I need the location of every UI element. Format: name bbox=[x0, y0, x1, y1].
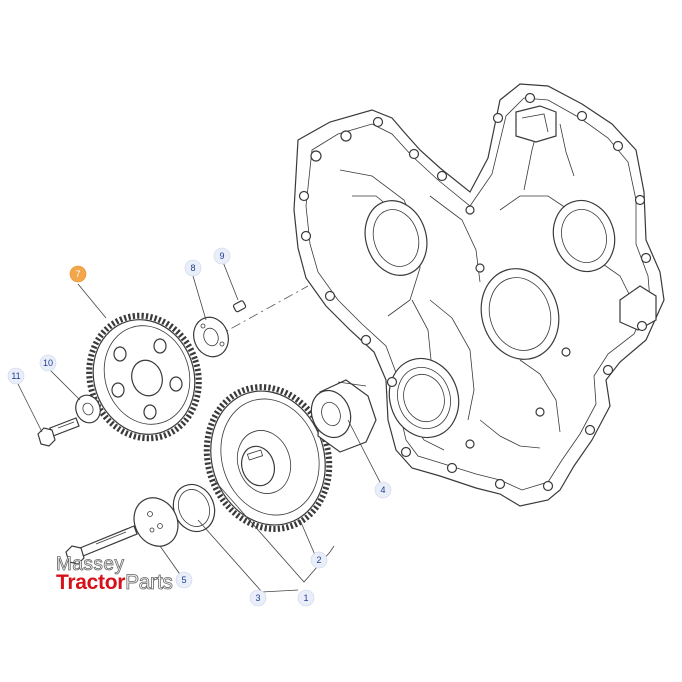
callout-label: 4 bbox=[380, 485, 385, 495]
retaining-ring bbox=[172, 483, 216, 533]
hex-bolt-upper bbox=[37, 417, 80, 447]
callout-10: 10 bbox=[39, 354, 57, 372]
washer bbox=[75, 394, 101, 424]
callout-label: 9 bbox=[219, 251, 224, 261]
callout-5: 5 bbox=[175, 571, 193, 589]
hub-thrust-plate bbox=[193, 316, 229, 358]
massey-tractor-parts-watermark: Massey TractorParts bbox=[56, 554, 174, 594]
idler-gear bbox=[86, 312, 202, 442]
watermark-parts: Parts bbox=[125, 571, 174, 594]
callout-label: 10 bbox=[43, 358, 53, 368]
callout-9: 9 bbox=[213, 247, 231, 265]
callout-1: 1 bbox=[297, 589, 315, 607]
callout-label: 7 bbox=[75, 269, 80, 279]
callout-2: 2 bbox=[310, 551, 328, 569]
callout-4: 4 bbox=[374, 481, 392, 499]
timing-cover-housing bbox=[293, 83, 665, 507]
callout-label: 8 bbox=[190, 263, 195, 273]
callout-label: 1 bbox=[303, 593, 308, 603]
gear-hub bbox=[310, 379, 377, 453]
callout-7: 7 bbox=[69, 265, 87, 283]
callout-label: 2 bbox=[316, 555, 321, 565]
callout-8: 8 bbox=[184, 259, 202, 277]
large-gear bbox=[203, 384, 333, 532]
callout-3: 3 bbox=[249, 589, 267, 607]
callout-11: 11 bbox=[7, 367, 25, 385]
watermark-line-2: TractorParts bbox=[56, 571, 174, 594]
dowel-pin bbox=[232, 300, 247, 313]
callout-label: 5 bbox=[181, 575, 186, 585]
watermark-tractor: Tractor bbox=[56, 571, 126, 594]
gear-axis-centerline bbox=[213, 285, 309, 339]
callout-label: 3 bbox=[255, 593, 260, 603]
hex-bolt-lower bbox=[65, 525, 138, 565]
retaining-plate bbox=[133, 497, 179, 547]
callout-label: 11 bbox=[11, 371, 20, 381]
watermark-line-1: Massey bbox=[56, 554, 125, 575]
